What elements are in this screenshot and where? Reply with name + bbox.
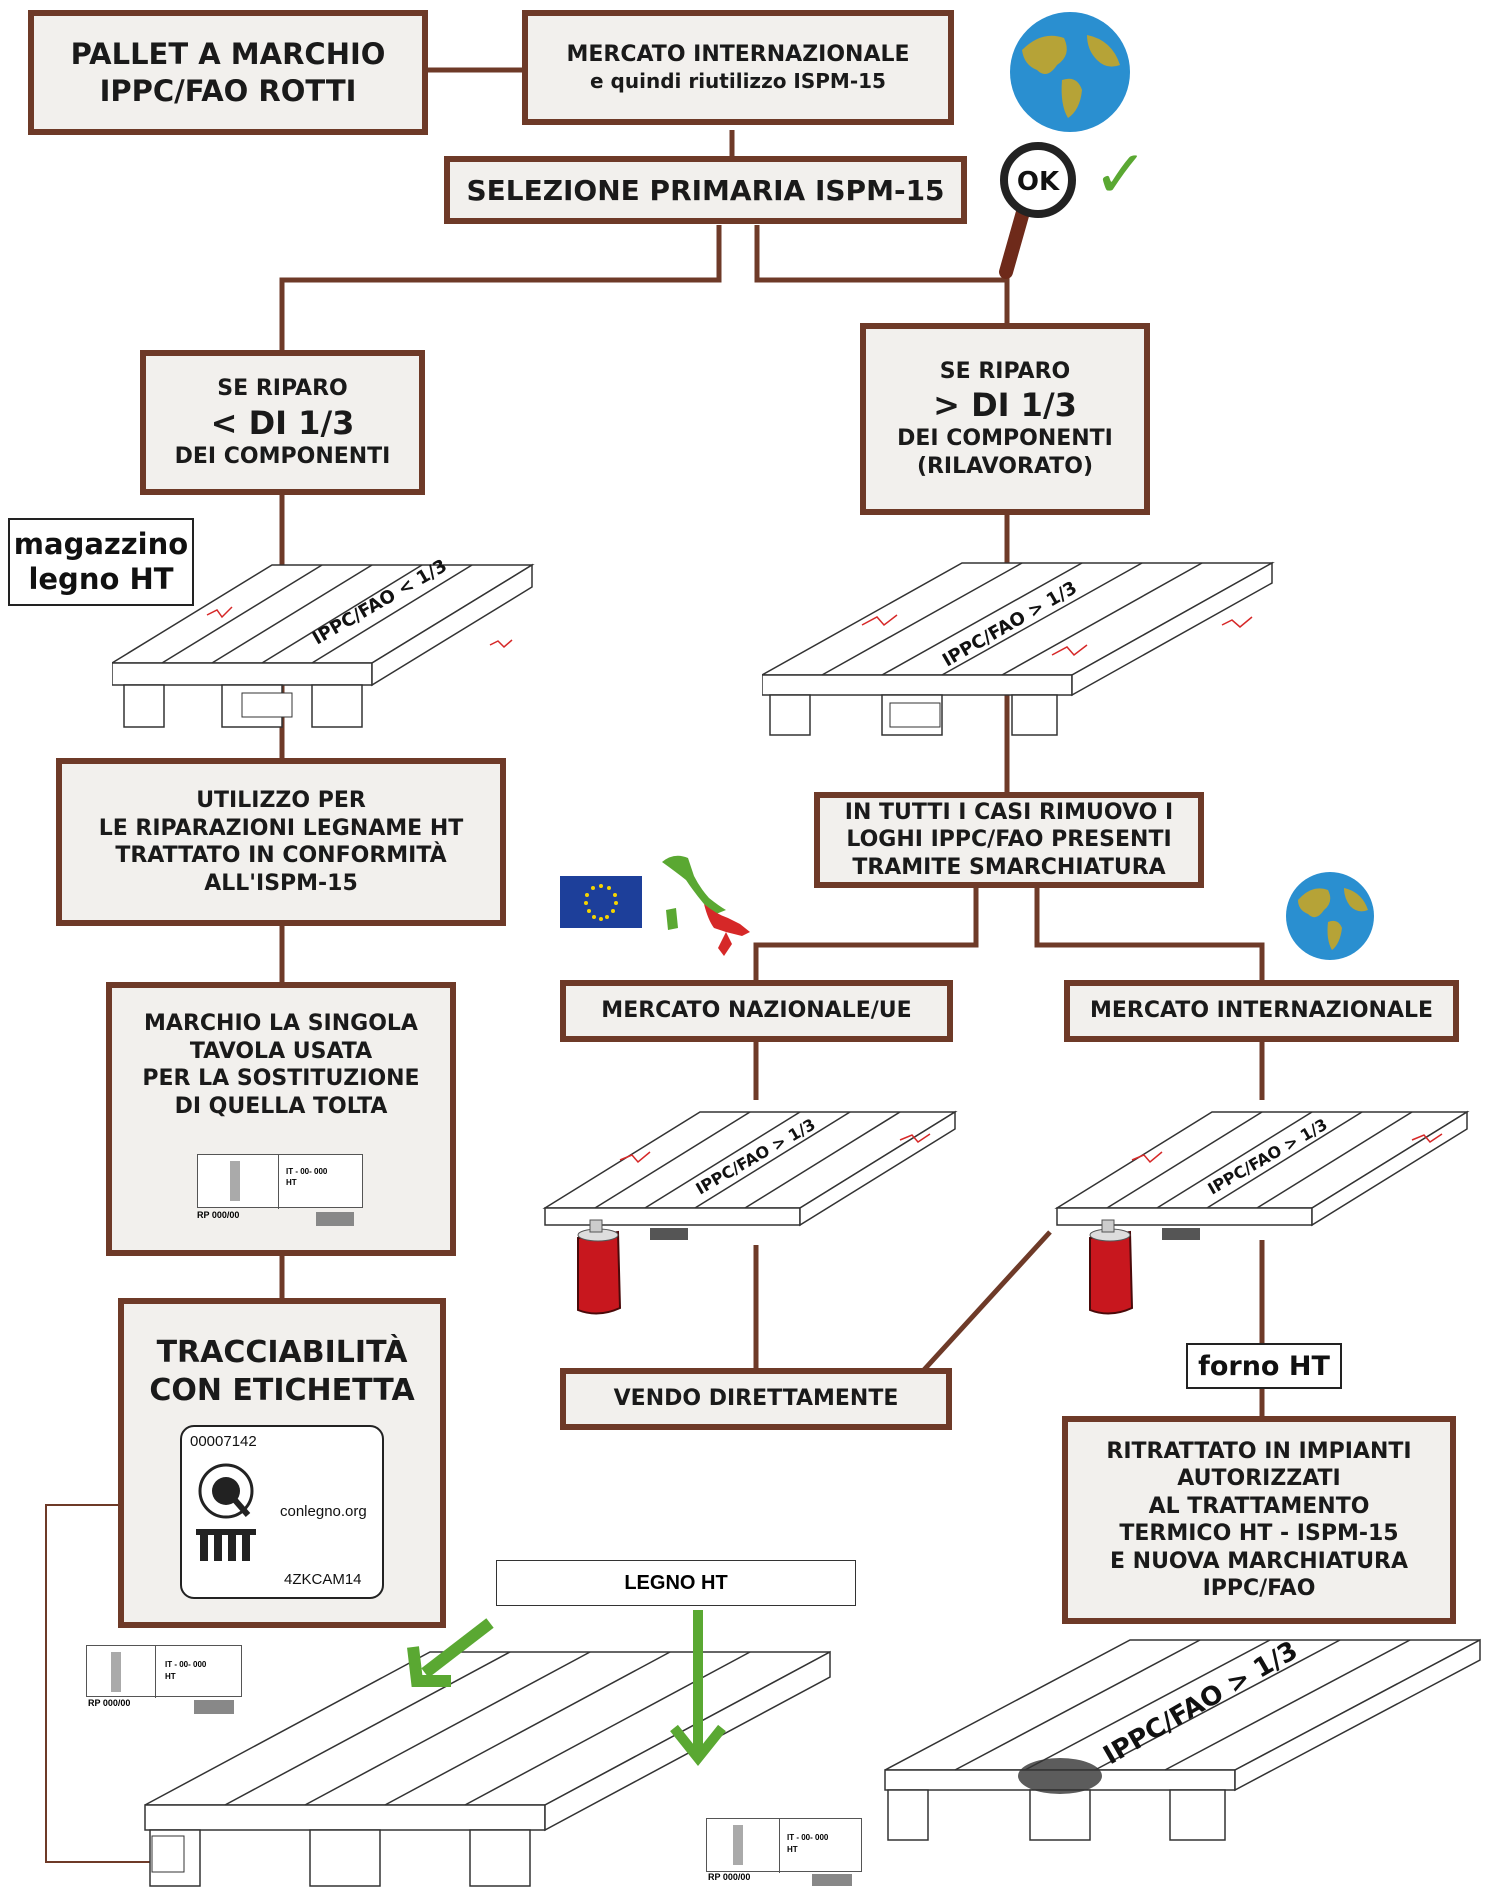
repair-more-box: SE RIPARO > DI 1/3 DEI COMPONENTI (RILAV… bbox=[860, 323, 1150, 515]
remove-logos-line-2: LOGHI IPPC/FAO PRESENTI bbox=[846, 827, 1172, 853]
market-national-box: MERCATO NAZIONALE/UE bbox=[560, 980, 953, 1042]
stamp-2-logo bbox=[111, 1652, 121, 1692]
retreated-box: RITRATTATO IN IMPIANTI AUTORIZZATI AL TR… bbox=[1062, 1416, 1456, 1624]
stamp-3-ht: HT bbox=[787, 1845, 798, 1854]
repair-more-line-4: (RILAVORATO) bbox=[916, 453, 1094, 479]
traceability-line-2: CON ETICHETTA bbox=[149, 1372, 415, 1408]
stamp-3-barcode bbox=[812, 1874, 852, 1886]
oven-label: forno HT bbox=[1198, 1350, 1330, 1382]
stamp-2-divider bbox=[155, 1646, 156, 1698]
legno-ht-tag: LEGNO HT bbox=[496, 1560, 856, 1606]
globe-icon bbox=[1010, 12, 1130, 132]
warehouse-tag: magazzino legno HT bbox=[8, 518, 194, 606]
start-line-2: IPPC/FAO ROTTI bbox=[99, 73, 357, 108]
stamp-3-divider bbox=[779, 1819, 780, 1873]
retreated-line-6: IPPC/FAO bbox=[1202, 1576, 1316, 1601]
stamp-3-code: IT - 00- 000 bbox=[787, 1833, 829, 1842]
label-code: 4ZKCAM14 bbox=[284, 1571, 362, 1588]
italy-map-icon bbox=[662, 855, 750, 956]
mark-board-line-1: MARCHIO LA SINGOLA bbox=[144, 1011, 418, 1036]
repair-less-line-1: SE RIPARO bbox=[217, 376, 348, 401]
market-top-line-2: e quindi riutilizzo ISPM-15 bbox=[590, 68, 886, 93]
market-top-box: MERCATO INTERNAZIONALE e quindi riutiliz… bbox=[522, 10, 954, 125]
retreated-line-4: TERMICO HT - ISPM-15 bbox=[1119, 1521, 1399, 1546]
stamp-3-rp: RP 000/00 bbox=[708, 1872, 751, 1882]
stamp-1-rp: RP 000/00 bbox=[197, 1210, 240, 1220]
remove-logos-line-3: TRAMITE SMARCHIATURA bbox=[852, 854, 1166, 880]
retreated-line-2: AUTORIZZATI bbox=[1177, 1466, 1341, 1491]
repair-more-line-1: SE RIPARO bbox=[939, 358, 1071, 384]
globe-icon-2 bbox=[1286, 872, 1374, 960]
stamp-3-logo bbox=[733, 1825, 743, 1865]
stamp-1-code: IT - 00- 000 bbox=[286, 1167, 328, 1176]
market-international-box: MERCATO INTERNAZIONALE bbox=[1064, 980, 1459, 1042]
spray-can-icon-2 bbox=[1089, 1219, 1134, 1315]
conlegno-label: 00007142 conlegno.org 4ZKCAM14 bbox=[180, 1425, 384, 1599]
retreated-line-5: E NUOVA MARCHIATURA bbox=[1109, 1548, 1409, 1574]
spray-can-icon bbox=[577, 1219, 622, 1315]
selection-label: SELEZIONE PRIMARIA ISPM-15 bbox=[466, 173, 945, 207]
remove-logos-line-1: IN TUTTI I CASI RIMUOVO I bbox=[844, 799, 1174, 825]
stamp-2-barcode bbox=[194, 1700, 234, 1714]
stamp-2-rp: RP 000/00 bbox=[88, 1698, 131, 1708]
stamp-2-code: IT - 00- 000 bbox=[165, 1660, 207, 1669]
traceability-line-1: TRACCIABILITÀ bbox=[156, 1335, 408, 1370]
retreated-line-1: RITRATTATO IN IMPIANTI bbox=[1106, 1438, 1412, 1464]
oven-tag: forno HT bbox=[1186, 1343, 1342, 1389]
stamp-2: IT - 00- 000 HT bbox=[86, 1645, 242, 1698]
magnifier-icon: OK bbox=[999, 142, 1076, 279]
use-ht-line-4: ALL'ISPM-15 bbox=[204, 870, 358, 896]
repair-more-line-2: > DI 1/3 bbox=[933, 386, 1077, 425]
warehouse-line-1: magazzino bbox=[13, 527, 189, 562]
magnifier-text: OK bbox=[1017, 167, 1060, 197]
legno-ht-label: LEGNO HT bbox=[624, 1571, 728, 1594]
pallet-1: IPPC/FAO < 1/3 bbox=[112, 555, 535, 728]
market-international-label: MERCATO INTERNAZIONALE bbox=[1089, 998, 1434, 1024]
market-top-line-1: MERCATO INTERNAZIONALE bbox=[566, 42, 910, 68]
check-icon: ✓ bbox=[1093, 136, 1149, 213]
use-ht-line-1: UTILIZZO PER bbox=[196, 788, 366, 813]
label-site: conlegno.org bbox=[280, 1503, 367, 1520]
use-ht-line-3: TRATTATO IN CONFORMITÀ bbox=[115, 843, 447, 868]
remove-logos-box: IN TUTTI I CASI RIMUOVO I LOGHI IPPC/FAO… bbox=[814, 792, 1204, 888]
selection-box: SELEZIONE PRIMARIA ISPM-15 bbox=[444, 156, 967, 224]
mark-board-line-3: PER LA SOSTITUZIONE bbox=[142, 1066, 420, 1091]
repair-less-box: SE RIPARO < DI 1/3 DEI COMPONENTI bbox=[140, 350, 425, 495]
warehouse-line-2: legno HT bbox=[28, 562, 174, 596]
mark-board-box: MARCHIO LA SINGOLA TAVOLA USATA PER LA S… bbox=[106, 982, 456, 1256]
arrow-down-icon-2 bbox=[670, 1610, 726, 1767]
stamp-2-ht: HT bbox=[165, 1672, 176, 1681]
eu-flag-icon bbox=[560, 876, 642, 928]
sell-direct-label: VENDO DIRETTAMENTE bbox=[613, 1386, 899, 1412]
repair-less-line-2: < DI 1/3 bbox=[210, 403, 355, 442]
pallet-6: IPPC/FAO > 1/3 bbox=[884, 1636, 1481, 1841]
use-ht-line-2: LE RIPARAZIONI LEGNAME HT bbox=[98, 815, 464, 841]
arrow-down-icon bbox=[407, 1618, 494, 1687]
pallet-3: IPPC/FAO > 1/3 bbox=[542, 1110, 958, 1240]
repair-more-line-3: DEI COMPONENTI bbox=[897, 426, 1113, 452]
start-line-1: PALLET A MARCHIO bbox=[70, 37, 386, 72]
stamp-1-ht: HT bbox=[286, 1178, 297, 1187]
pallet-4: IPPC/FAO > 1/3 bbox=[1054, 1110, 1470, 1240]
mark-board-line-4: DI QUELLA TOLTA bbox=[174, 1093, 388, 1119]
stamp-1-logo bbox=[230, 1161, 240, 1201]
market-national-label: MERCATO NAZIONALE/UE bbox=[601, 998, 912, 1024]
sell-direct-box: VENDO DIRETTAMENTE bbox=[560, 1368, 952, 1430]
stamp-3: IT - 00- 000 HT bbox=[706, 1818, 862, 1873]
repair-less-line-3: DEI COMPONENTI bbox=[174, 443, 391, 469]
stamp-1-barcode bbox=[316, 1212, 354, 1226]
label-number: 00007142 bbox=[190, 1433, 257, 1450]
use-ht-box: UTILIZZO PER LE RIPARAZIONI LEGNAME HT T… bbox=[56, 758, 506, 926]
stamp-1-divider bbox=[278, 1155, 279, 1209]
pallet-5 bbox=[144, 1650, 831, 1887]
stamp-1: IT - 00- 000 HT bbox=[197, 1154, 363, 1209]
start-box: PALLET A MARCHIO IPPC/FAO ROTTI bbox=[28, 10, 428, 135]
mark-board-line-2: TAVOLA USATA bbox=[189, 1038, 373, 1064]
conlegno-logo-icon bbox=[196, 1463, 256, 1561]
pallet-2: IPPC/FAO > 1/3 bbox=[762, 561, 1275, 736]
retreated-line-3: AL TRATTAMENTO bbox=[1148, 1493, 1370, 1519]
